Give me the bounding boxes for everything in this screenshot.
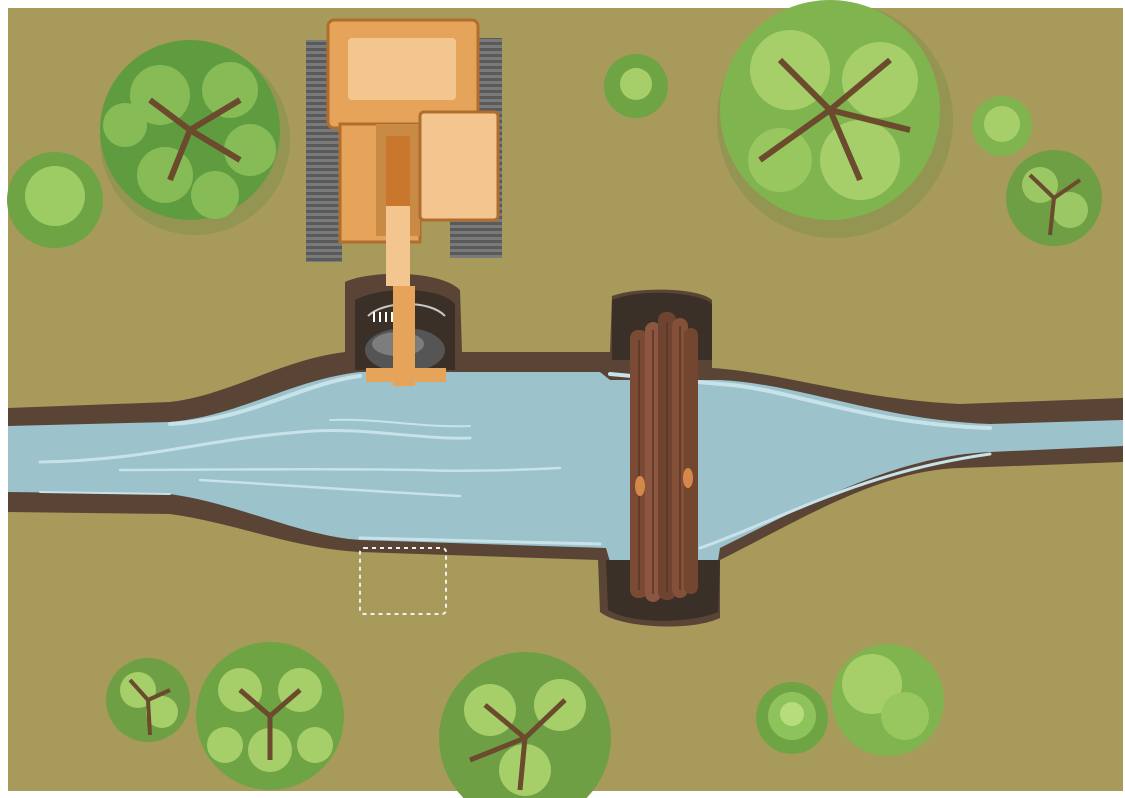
tree-bottom-right [832,644,944,756]
tree-bottom-left-small [106,658,190,742]
tree-right-small [972,96,1032,156]
tree-bottom-star [196,642,344,790]
tree-left-bush [7,152,103,248]
tree-right-medium [1006,150,1102,246]
tree-bottom-rosette [756,682,828,754]
tree-top-spiky [604,54,668,118]
